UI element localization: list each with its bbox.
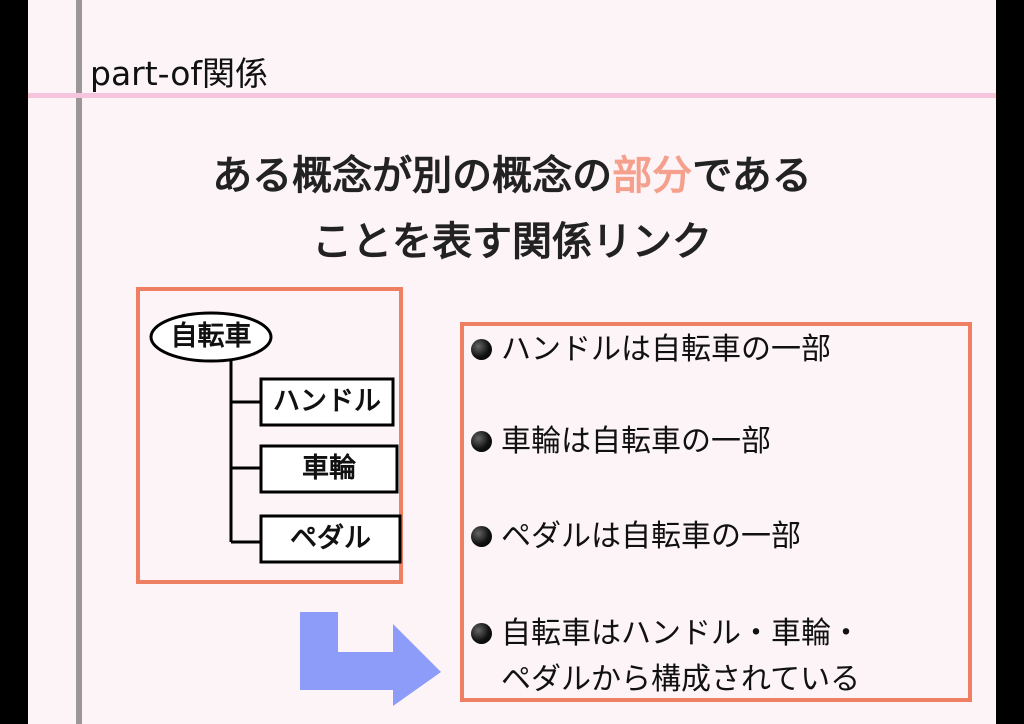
list-item-text: 自転車はハンドル・車輪・	[501, 616, 861, 651]
list-item-text: ハンドルは自転車の一部	[501, 332, 831, 367]
headline-line-2: ことを表す関係リンク	[312, 219, 712, 265]
headline-highlight: 部分	[612, 153, 693, 199]
bullet-dot-icon	[471, 526, 492, 547]
list-item-text-continued: ペダルから構成されている	[501, 662, 861, 697]
slide-title: part-of関係	[90, 54, 269, 93]
bullet-dot-icon	[471, 431, 492, 452]
left-margin-rule	[76, 0, 82, 724]
headline: ある概念が別の概念の部分である ことを表す関係リンク	[28, 143, 996, 275]
root-node-ellipse	[149, 311, 273, 363]
headline-line-1-post: である	[692, 153, 812, 199]
slide: part-of関係 ある概念が別の概念の部分である ことを表す関係リンク 自転車…	[28, 0, 996, 724]
list-item-text: 車輪は自転車の一部	[501, 424, 771, 459]
right-turn-arrow-icon	[300, 612, 441, 706]
child-node-label-pedal: ペダル	[290, 523, 371, 554]
headline-line-1: ある概念が別の概念の部分である	[28, 143, 996, 209]
child-node-label-wheel: 車輪	[302, 453, 356, 484]
bullet-dot-icon	[471, 623, 492, 644]
headline-line-1-pre: ある概念が別の概念の	[212, 153, 613, 199]
tree-connectors	[149, 311, 402, 564]
bullet-dot-icon	[471, 339, 492, 360]
child-node-box-pedal	[259, 514, 402, 564]
header-rule	[28, 93, 996, 98]
part-of-tree-diagram: 自転車 ハンドル 車輪 ペダル	[136, 287, 403, 584]
child-node-label-handle: ハンドル	[273, 386, 381, 417]
root-node-label: 自転車	[170, 321, 252, 352]
explanation-frame	[460, 322, 972, 702]
child-node-box-handle	[259, 377, 395, 427]
list-item-text: ペダルは自転車の一部	[501, 519, 801, 554]
child-node-box-wheel	[259, 444, 399, 494]
diagram-frame	[136, 287, 403, 584]
